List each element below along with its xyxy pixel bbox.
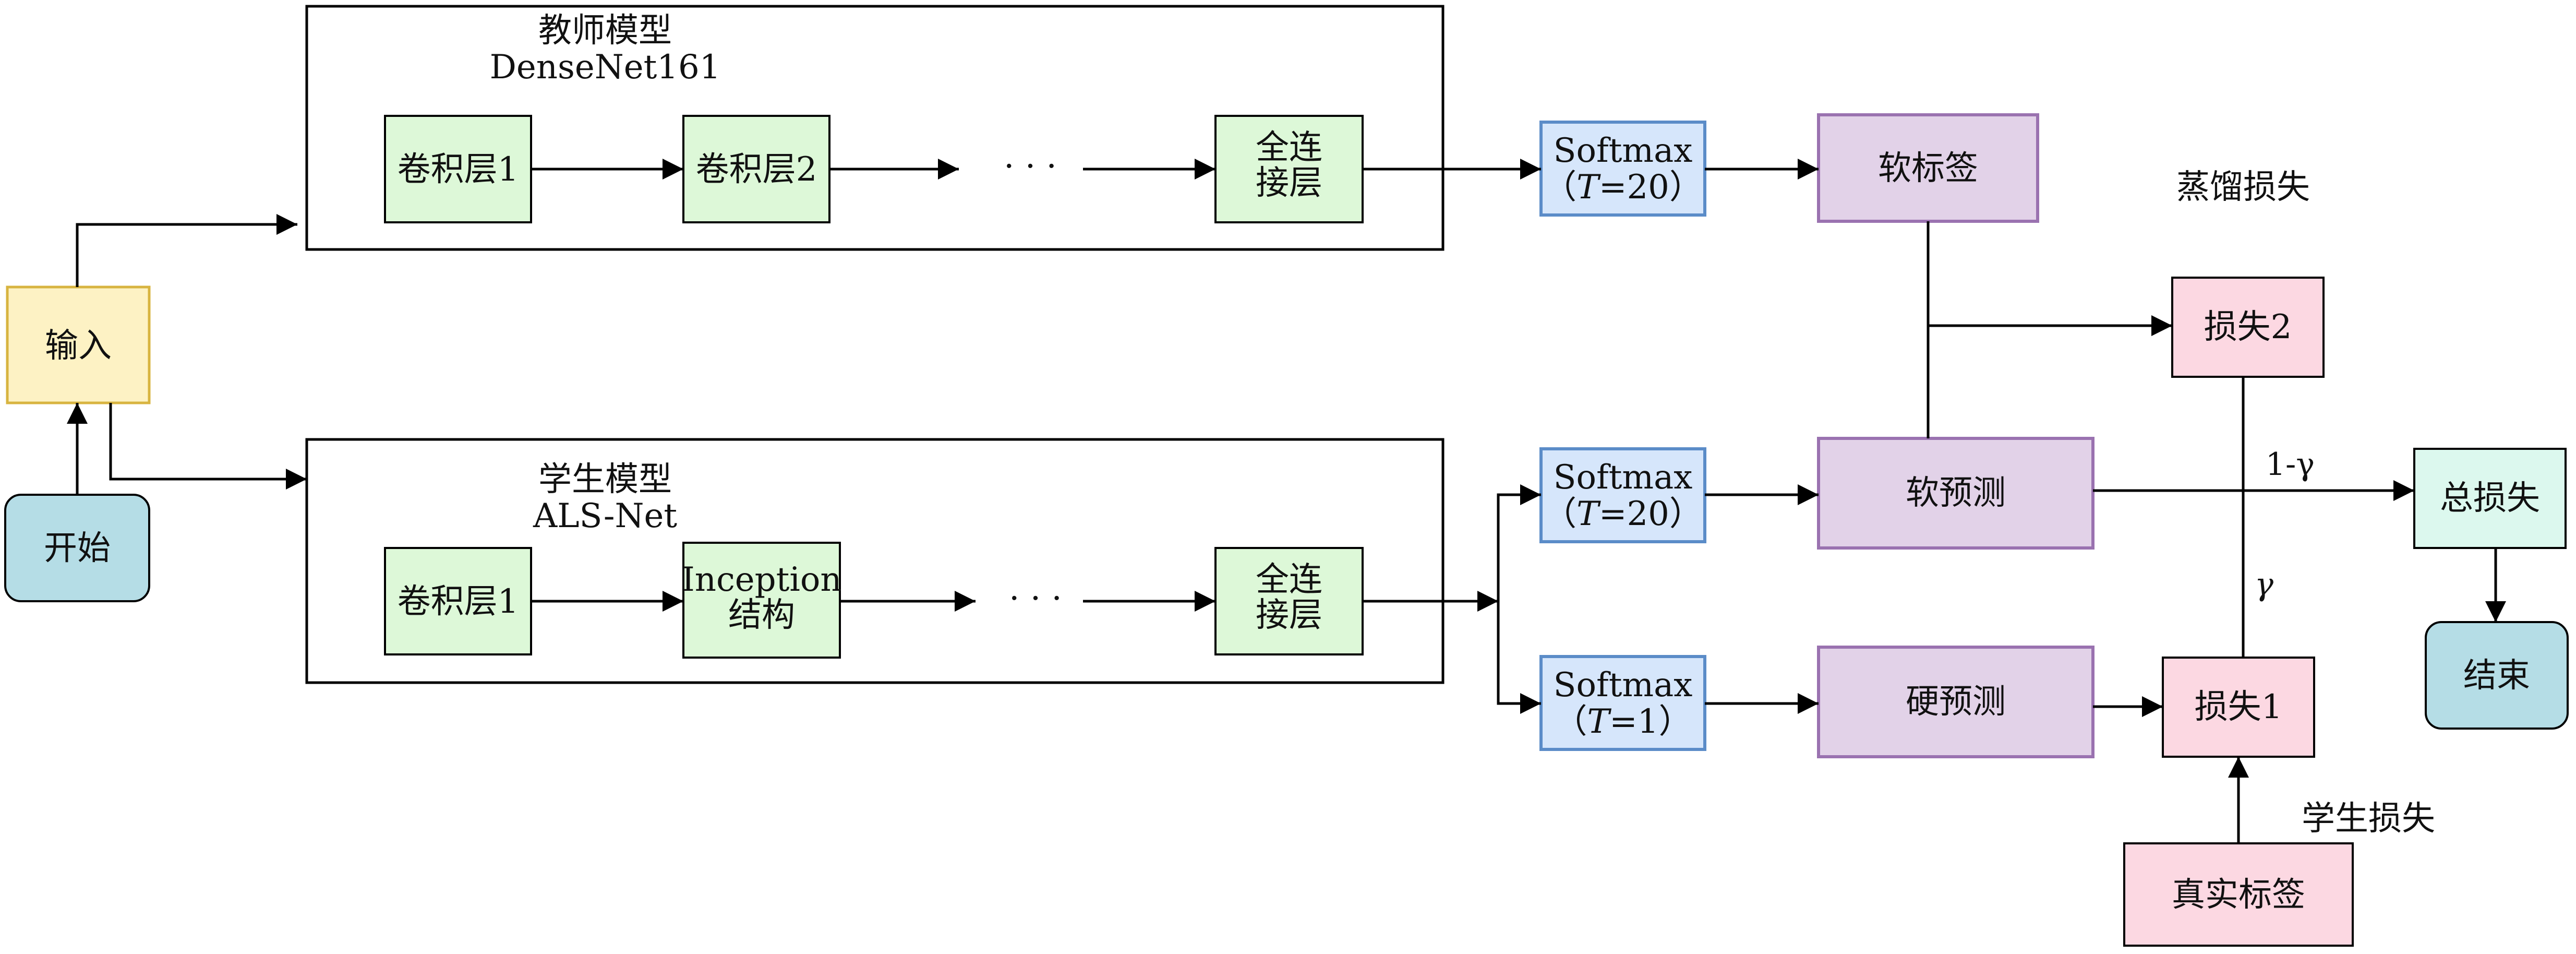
teacher-fc-node: 全连 接层 xyxy=(1214,115,1364,223)
edge-split-softmax-soft xyxy=(1497,484,1541,601)
svg-text:损失1: 损失1 xyxy=(2195,688,2283,726)
svg-text:接层: 接层 xyxy=(1256,164,1322,202)
svg-text:（T=1）: （T=1） xyxy=(1554,702,1692,741)
student-model-title: 学生模型 xyxy=(538,460,672,499)
svg-text:卷积层1: 卷积层1 xyxy=(398,582,519,621)
svg-text:软预测: 软预测 xyxy=(1906,474,2006,512)
student-fc-node: 全连 接层 xyxy=(1214,547,1364,655)
teacher-conv1-node: 卷积层1 xyxy=(384,115,532,223)
true-label-node: 真实标签 xyxy=(2123,842,2354,947)
input-node: 输入 xyxy=(6,285,151,404)
teacher-ellipsis: · · · xyxy=(1004,147,1057,186)
student-model-frame xyxy=(305,438,1445,684)
svg-text:卷积层1: 卷积层1 xyxy=(398,150,519,189)
svg-text:结束: 结束 xyxy=(2463,657,2530,695)
start-node: 开始 xyxy=(4,494,150,602)
hard-prediction-node: 硬预测 xyxy=(1817,646,2094,758)
svg-text:真实标签: 真实标签 xyxy=(2172,876,2305,914)
svg-text:Softmax: Softmax xyxy=(1554,458,1693,497)
student-inception-node: Inception 结构 xyxy=(681,542,842,659)
soft-prediction-node: 软预测 xyxy=(1817,437,2094,550)
svg-text:Softmax: Softmax xyxy=(1554,666,1693,705)
connectors xyxy=(67,159,2506,843)
softmax-student-soft-node: Softmax （T=20） xyxy=(1539,447,1706,543)
svg-text:（T=20）: （T=20） xyxy=(1543,168,1703,207)
edge-split-softmax-hard xyxy=(1497,601,1541,714)
total-loss-node: 总损失 xyxy=(2413,448,2567,549)
teacher-model-name: DenseNet161 xyxy=(490,48,721,87)
teacher-conv2-node: 卷积层2 xyxy=(682,115,830,223)
svg-text:卷积层2: 卷积层2 xyxy=(696,150,817,189)
svg-text:软标签: 软标签 xyxy=(1878,149,1978,188)
student-conv1-node: 卷积层1 xyxy=(384,547,532,655)
softmax-student-hard-node: Softmax （T=1） xyxy=(1539,655,1706,751)
weight-gamma-label: γ xyxy=(2255,566,2273,603)
student-ellipsis: · · · xyxy=(1009,579,1062,618)
svg-text:总损失: 总损失 xyxy=(2440,479,2540,518)
student-model-name: ALS-Net xyxy=(533,497,677,535)
svg-text:开始: 开始 xyxy=(44,529,111,568)
svg-text:损失2: 损失2 xyxy=(2204,308,2292,347)
end-node: 结束 xyxy=(2425,621,2569,730)
svg-text:结构: 结构 xyxy=(728,596,795,635)
teacher-model-title: 教师模型 xyxy=(538,11,672,50)
svg-text:输入: 输入 xyxy=(45,327,112,365)
svg-text:（T=20）: （T=20） xyxy=(1543,495,1703,533)
edge-input-student xyxy=(109,403,307,490)
soft-label-node: 软标签 xyxy=(1817,113,2039,223)
svg-text:Inception: Inception xyxy=(681,561,841,599)
svg-text:接层: 接层 xyxy=(1256,596,1322,635)
teacher-model-frame xyxy=(305,5,1445,251)
svg-text:硬预测: 硬预测 xyxy=(1906,683,2006,721)
svg-text:全连: 全连 xyxy=(1256,561,1322,599)
softmax-teacher-node: Softmax （T=20） xyxy=(1539,121,1706,217)
student-loss-label: 学生损失 xyxy=(2302,800,2435,838)
distillation-loss-label: 蒸馏损失 xyxy=(2176,168,2310,207)
svg-text:Softmax: Softmax xyxy=(1554,132,1693,170)
svg-text:全连: 全连 xyxy=(1256,128,1322,167)
weight-one-minus-gamma-label: 1-γ xyxy=(2266,446,2315,483)
edge-input-teacher xyxy=(76,214,297,287)
loss1-node: 损失1 xyxy=(2162,657,2315,758)
loss2-node: 损失2 xyxy=(2171,277,2325,378)
